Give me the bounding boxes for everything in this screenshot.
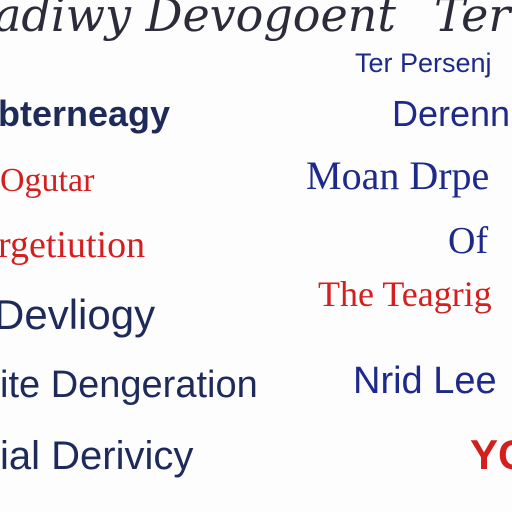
right-word-3: Moan Drpe xyxy=(306,153,490,198)
right-word-5: The Teagrig xyxy=(318,274,492,314)
right-word-1: Ter Persenj xyxy=(355,48,492,78)
title-right-text: Ter xyxy=(434,0,511,42)
right-word-2: Derenn xyxy=(392,93,511,134)
left-word-4: Devliogy xyxy=(0,291,156,338)
title-left-text: adiwy Devogoent xyxy=(0,0,396,42)
left-word-3: rgetiution xyxy=(0,224,146,266)
left-word-1: bterneagy xyxy=(0,93,171,134)
left-word-6: ial Derivicy xyxy=(0,434,194,478)
right-word-6: Nrid Lee xyxy=(353,360,497,402)
right-word-7: YC xyxy=(470,431,512,478)
right-word-4: Of xyxy=(448,220,489,262)
left-word-2: Ogutar xyxy=(0,162,95,199)
left-word-5: ite Dengeration xyxy=(0,364,258,406)
